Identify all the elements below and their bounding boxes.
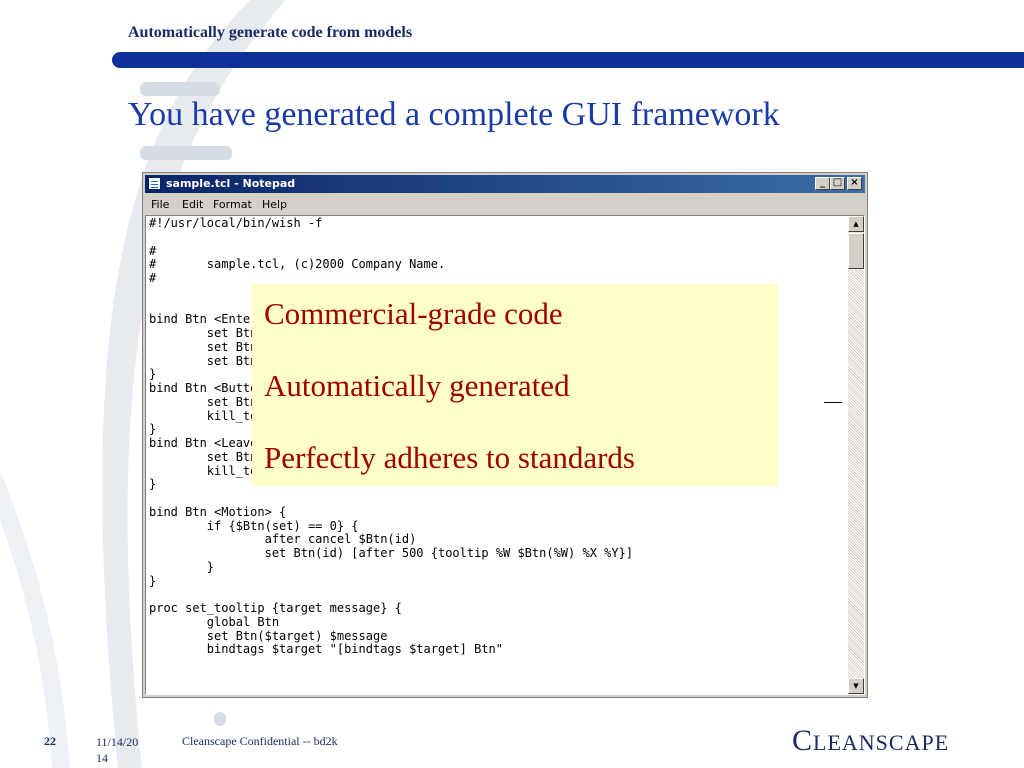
minimize-icon: _	[820, 177, 825, 188]
arrow-down-icon: ▼	[853, 682, 859, 690]
close-button[interactable]: ×	[847, 177, 862, 190]
dash-mark	[824, 402, 842, 403]
cleanscape-logo: CLEANSCAPE	[792, 724, 949, 758]
maximize-button[interactable]: □	[830, 177, 845, 190]
maximize-icon: □	[832, 177, 843, 188]
logo-text: LEANSCAPE	[813, 730, 950, 755]
decorative-bar	[140, 82, 220, 96]
header-bar	[112, 52, 1024, 68]
menu-format[interactable]: Format	[213, 198, 252, 211]
notepad-title-bar[interactable]: sample.tcl - Notepad _ □ ×	[145, 175, 865, 193]
callout-line-2: Automatically generated	[264, 368, 570, 403]
logo-initial: C	[792, 724, 814, 757]
footer-date: 11/14/20 14	[96, 734, 138, 766]
callout-line-3: Perfectly adheres to standards	[264, 440, 636, 475]
page-number: 22	[44, 734, 56, 748]
arrow-up-icon: ▲	[853, 220, 859, 228]
menu-bar: File Edit Format Help	[145, 195, 865, 213]
slide-heading: You have generated a complete GUI framew…	[128, 96, 780, 133]
footer-confidential: Cleanscape Confidential -- bd2k	[182, 734, 338, 748]
highlight-callout: Commercial-grade code Automatically gene…	[252, 284, 778, 486]
slide-top-title: Automatically generate code from models	[128, 24, 413, 41]
footer-date-line-2: 14	[96, 751, 108, 765]
vertical-scrollbar[interactable]: ▲ ▼	[848, 216, 864, 694]
decorative-bar	[214, 712, 226, 726]
scrollbar-thumb[interactable]	[848, 233, 864, 269]
footer-date-line-1: 11/14/20	[96, 735, 139, 749]
menu-edit[interactable]: Edit	[182, 198, 204, 211]
menu-help[interactable]: Help	[262, 198, 288, 211]
callout-line-1: Commercial-grade code	[264, 296, 563, 331]
scroll-down-button[interactable]: ▼	[848, 678, 864, 694]
scroll-up-button[interactable]: ▲	[848, 216, 864, 232]
decorative-bar	[140, 146, 232, 160]
code-content[interactable]: #!/usr/local/bin/wish -f # # sample.tcl,…	[149, 216, 634, 657]
window-title: sample.tcl - Notepad	[166, 177, 296, 190]
minimize-button[interactable]: _	[815, 177, 830, 190]
notepad-app-icon[interactable]	[148, 177, 161, 190]
close-icon: ×	[850, 177, 859, 188]
menu-file[interactable]: File	[151, 198, 170, 211]
